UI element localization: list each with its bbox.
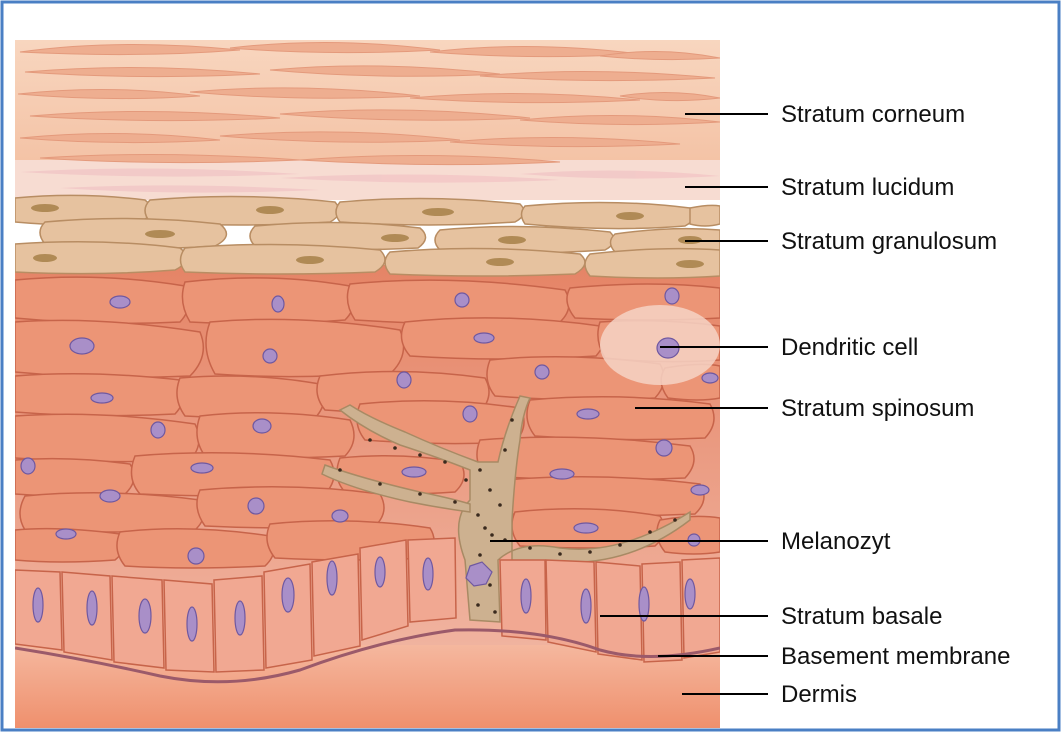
label-stratum-basale: Stratum basale [781, 603, 942, 630]
tissue-illustration [15, 40, 720, 730]
label-stratum-lucidum: Stratum lucidum [781, 174, 954, 201]
label-basement-membrane: Basement membrane [781, 643, 1010, 670]
label-dendritic-cell: Dendritic cell [781, 334, 918, 361]
label-stratum-corneum: Stratum corneum [781, 101, 965, 128]
granulosum-cells [15, 195, 720, 278]
label-melanozyt: Melanozyt [781, 528, 891, 555]
label-dermis: Dermis [781, 681, 857, 708]
label-stratum-granulosum: Stratum granulosum [781, 228, 997, 255]
label-stratum-spinosum: Stratum spinosum [781, 395, 974, 422]
